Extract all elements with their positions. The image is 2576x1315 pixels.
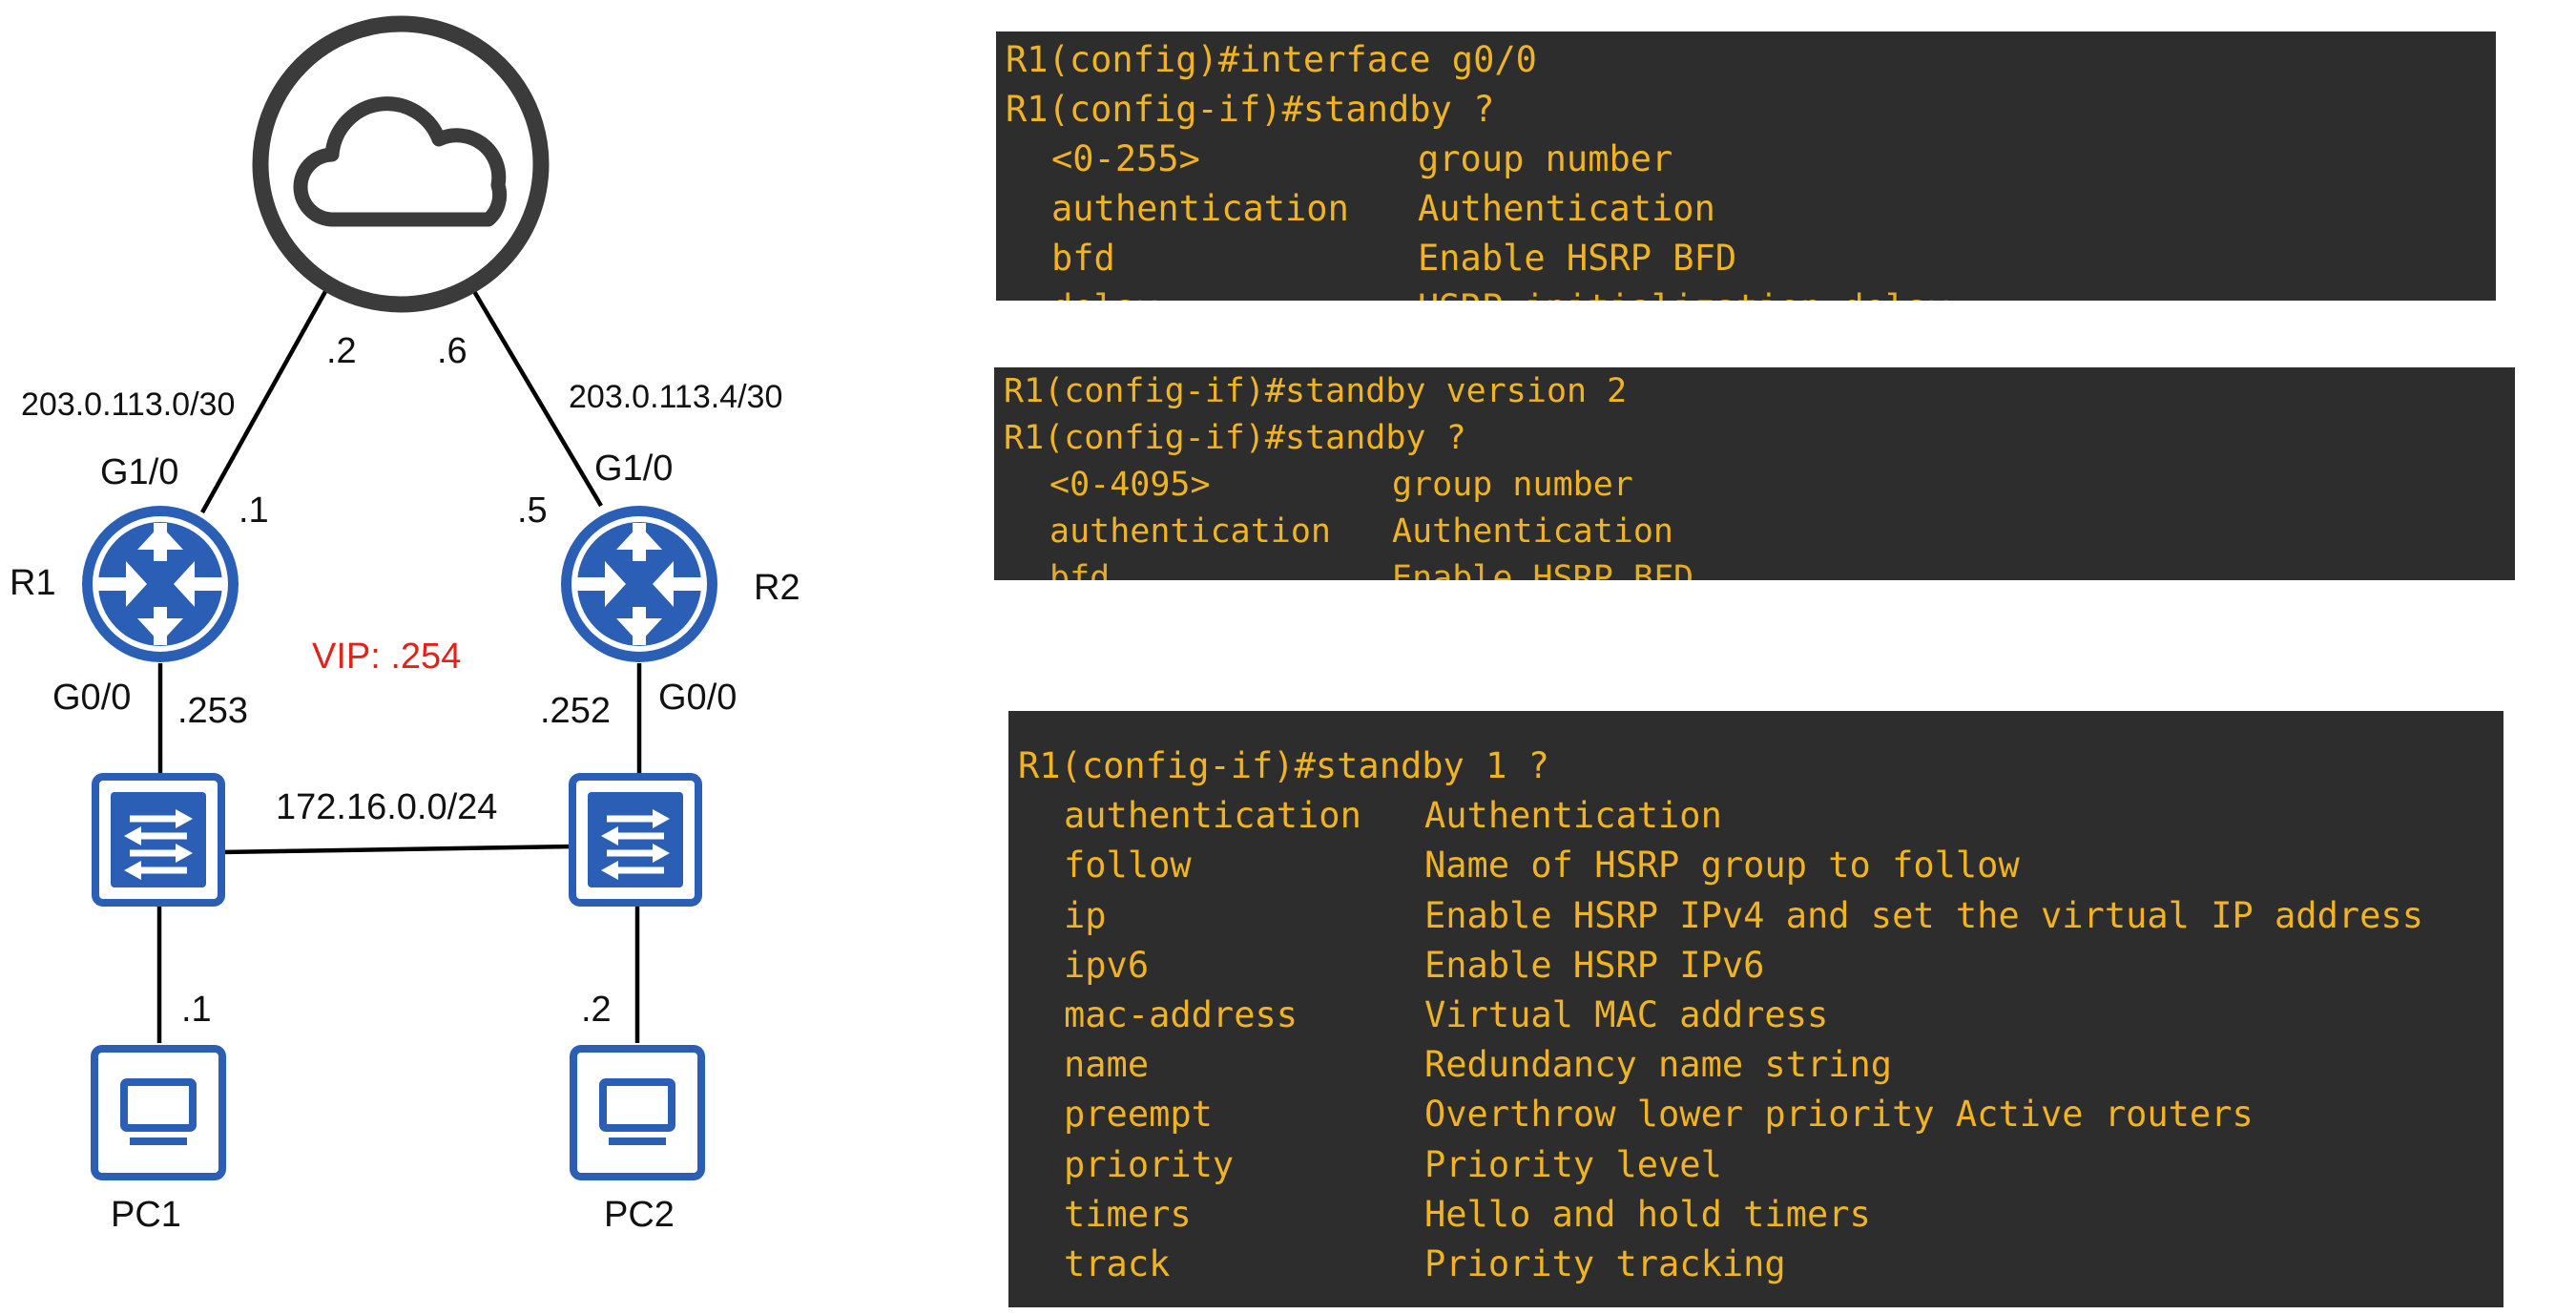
router-r2-icon [561,506,717,662]
cli-option-keyword: authentication [1049,512,1332,551]
cli-option-row: priority Priority level [1018,1140,2503,1190]
r1-name-label: R1 [10,563,56,603]
cli-line: R1(config)#interface g0/0 [1006,39,1537,80]
cli-line: R1(config-if)#standby version 2 [1004,372,1628,410]
cli-option-keyword: bfd [1049,559,1111,580]
subnet-r1-internet-label: 203.0.113.0/30 [21,386,235,423]
cli-option-row: delayHSRP initialization delay [1006,283,2496,301]
cli-line: R1(config-if)#standby 1 ? [1018,745,1549,786]
cli-option-row: bfd Enable HSRP BFD [1006,234,2496,283]
switch-sw2-icon [569,773,702,907]
internet-r1-ip-label: .2 [326,331,357,371]
cli-option-row: name Redundancy name string [1018,1040,2503,1090]
cli-option-row: timers Hello and hold timers [1018,1190,2503,1240]
cli-option-keyword: delay [1006,283,1418,301]
cli-option-keyword: ip [1064,894,1107,936]
link-internet-r2 [470,286,603,508]
r2-g10-ip-label: .5 [517,491,548,531]
link-internet-r1 [200,286,329,514]
cli-output-panel-2: R1(config-if)#standby version 2 R1(confi… [994,367,2515,580]
cli-option-keyword: ipv6 [1064,944,1150,986]
cli-option-row: mac-address Virtual MAC address [1018,991,2503,1040]
cli-output-panel-1: R1(config)#interface g0/0 R1(config-if)#… [996,31,2496,301]
r2-g00-label: G0/0 [658,678,737,718]
internet-r2-ip-label: .6 [437,331,467,371]
cli-output-panel-3: R1(config-if)#standby 1 ? authentication… [1008,711,2503,1307]
cli-option-row: authentication Authentication [1018,791,2503,841]
cli-option-description: Enable HSRP BFD [1392,559,1694,580]
cli-option-keyword: track [1064,1243,1171,1285]
cli-option-description: Redundancy name string [1424,1044,1893,1086]
cli-option-description: Authentication [1424,795,1722,837]
pc1-name-label: PC1 [111,1195,181,1235]
pc1-icon [91,1045,226,1180]
cli-option-keyword: <0-255> [1051,138,1200,179]
r2-g00-ip-label: .252 [540,691,611,731]
cli-option-description: Name of HSRP group to follow [1424,845,2020,887]
pc1-ip-label: .1 [181,990,212,1030]
cli-option-description: Authentication [1392,512,1674,551]
cli-option-row: authentication Authentication [1004,509,2515,555]
cli-option-row: <0-255> group number [1006,135,2496,184]
link-sw1-sw2 [220,844,575,855]
cli-line: R1(config-if)#standby ? [1004,419,1466,457]
r2-g10-label: G1/0 [594,449,673,489]
cli-option-description: Enable HSRP IPv6 [1424,944,1765,986]
cli-option-description: group number [1392,466,1633,504]
cli-option-keyword: follow [1064,845,1192,887]
cli-option-keyword: authentication [1051,188,1349,229]
cli-option-row: authentication Authentication [1006,184,2496,234]
cli-option-description: HSRP initialization delay [1418,287,1949,301]
cli-option-description: Authentication [1418,188,1715,229]
cli-option-description: Virtual MAC address [1424,994,1829,1036]
cli-option-row: ip Enable HSRP IPv4 and set the virtual I… [1018,891,2503,941]
cli-option-keyword: preempt [1064,1094,1213,1136]
r1-g10-label: G1/0 [100,452,178,492]
r2-name-label: R2 [754,568,800,608]
r1-g00-ip-label: .253 [177,691,248,731]
cli-option-description: Hello and hold timers [1424,1193,1871,1235]
pc2-name-label: PC2 [604,1195,675,1235]
lan-subnet-label: 172.16.0.0/24 [276,787,497,827]
pc2-ip-label: .2 [581,990,612,1030]
cli-option-keyword: bfd [1051,238,1115,279]
cli-option-row: ipv6 Enable HSRP IPv6 [1018,941,2503,991]
cli-option-keyword: name [1064,1044,1150,1086]
cli-option-keyword: <0-4095> [1049,466,1211,504]
cli-option-keyword: timers [1064,1193,1192,1235]
cli-line: R1(config-if)#standby ? [1006,89,1495,130]
subnet-r2-internet-label: 203.0.113.4/30 [569,379,782,415]
cli-option-description: Enable HSRP IPv4 and set the virtual IP … [1424,894,2423,936]
cli-option-description: group number [1418,138,1673,179]
cli-option-description: Enable HSRP BFD [1418,238,1737,279]
vip-label: VIP: .254 [312,637,461,677]
network-topology-diagram: 203.0.113.0/30 203.0.113.4/30 .2 .6 G1/0… [10,15,800,1235]
cli-option-description: Overthrow lower priority Active routers [1424,1094,2254,1136]
router-r1-icon [82,506,239,662]
cli-option-keyword: mac-address [1064,994,1298,1036]
cli-option-keyword: authentication [1064,795,1361,837]
cli-option-row: follow Name of HSRP group to follow [1018,841,2503,890]
cli-option-row: bfd Enable HSRP BFD [1004,555,2515,580]
r1-g00-label: G0/0 [52,678,131,718]
switch-sw1-icon [92,773,225,907]
pc2-icon [570,1045,705,1180]
internet-cloud-icon [252,15,550,313]
cli-option-row: preempt Overthrow lower priority Active r… [1018,1090,2503,1139]
cli-option-row: <0-4095> group number [1004,462,2515,509]
cli-option-description: Priority level [1424,1143,1722,1185]
r1-g10-ip-label: .1 [239,491,269,531]
cli-option-keyword: priority [1064,1143,1235,1185]
cli-option-description: Priority tracking [1424,1243,1786,1285]
cli-option-row: track Priority tracking [1018,1240,2503,1289]
